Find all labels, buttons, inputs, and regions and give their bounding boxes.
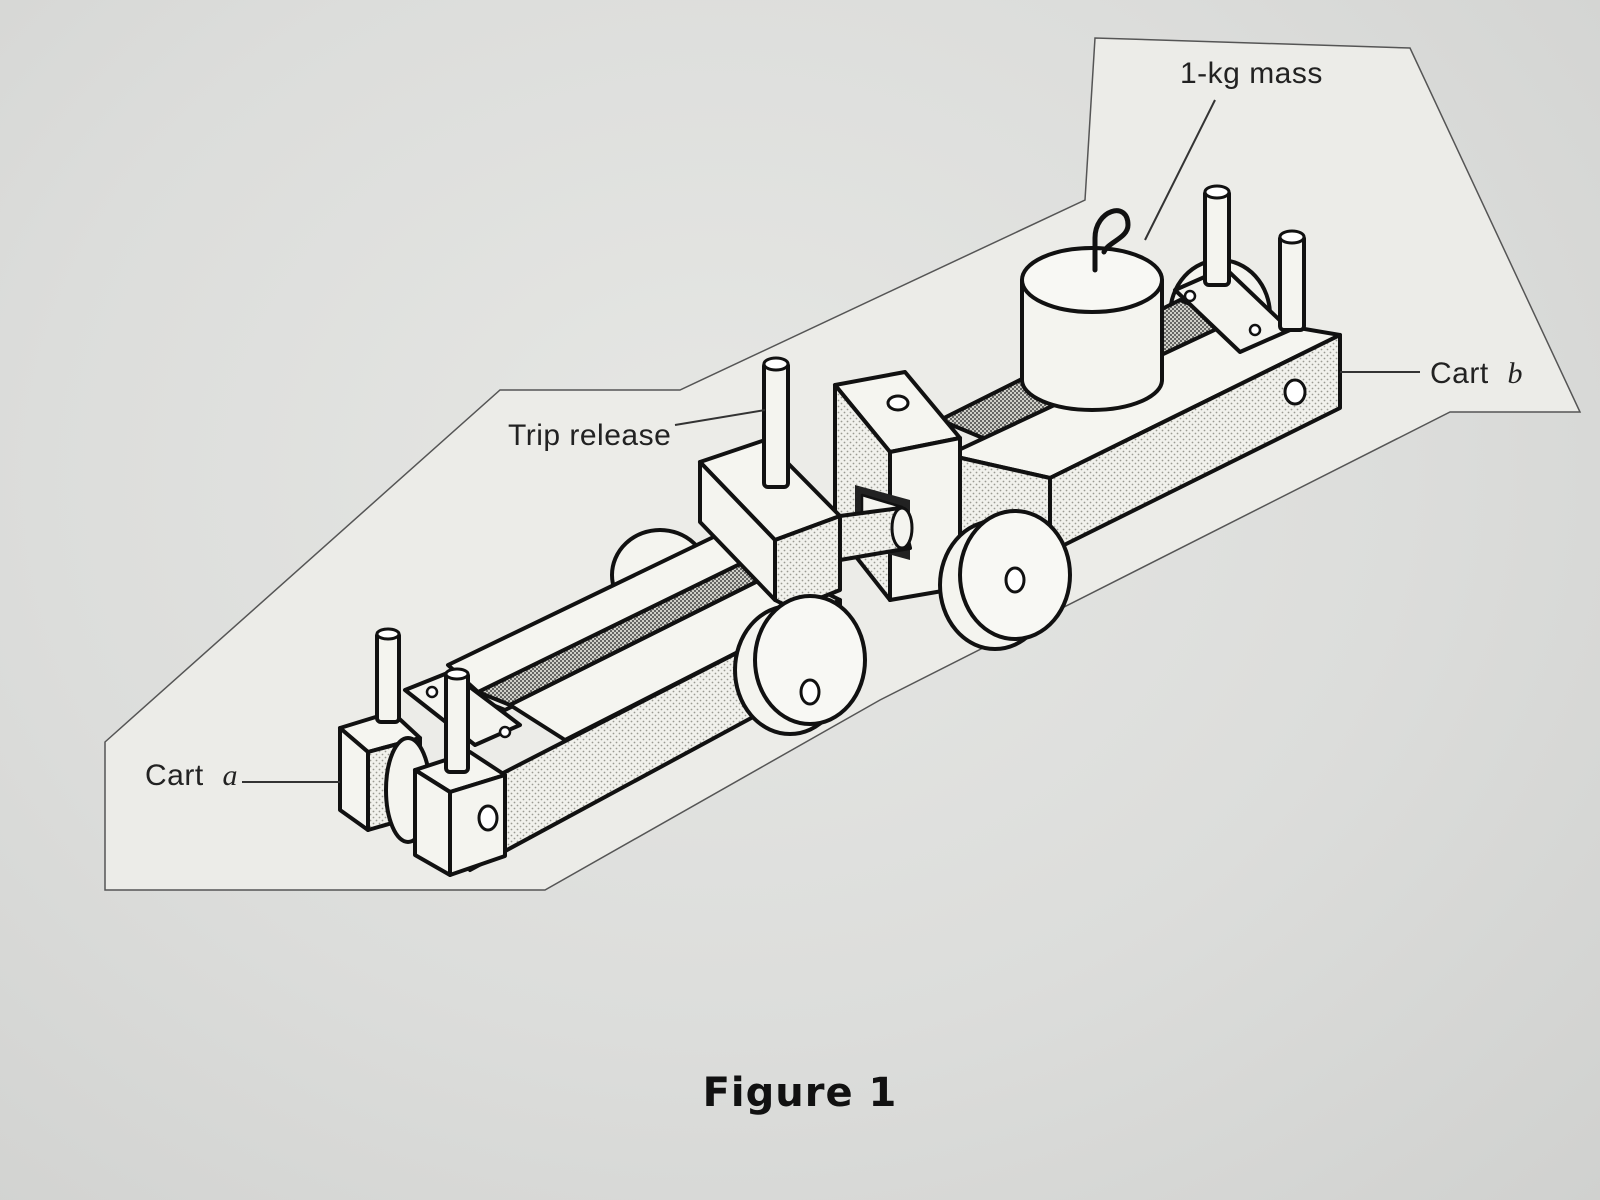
cart-a-rear-blocks — [338, 627, 522, 877]
label-cart-a-var: a — [223, 759, 239, 792]
label-cart-a: Cart a — [145, 759, 340, 792]
label-trip-release-text: Trip release — [508, 419, 671, 452]
cart-b-front-wheel — [938, 509, 1072, 651]
label-mass-text: 1-kg mass — [1180, 57, 1323, 90]
label-cart-b-prefix: Cart — [1430, 357, 1489, 390]
cart-a — [338, 356, 914, 877]
cart-b-post-2 — [1278, 233, 1306, 332]
cart-b-side-hole — [1283, 378, 1307, 406]
label-cart-b: Cart b — [1340, 357, 1523, 390]
one-kg-mass — [1020, 208, 1164, 412]
figure-caption: Figure 1 — [702, 1070, 898, 1116]
svg-text:Cart b: Cart b — [1430, 357, 1523, 390]
label-cart-a-prefix: Cart — [145, 759, 204, 792]
svg-text:Cart a: Cart a — [145, 759, 238, 792]
label-trip-release: Trip release — [508, 409, 766, 452]
cart-a-front-wheel — [733, 594, 867, 736]
label-cart-b-var: b — [1508, 357, 1524, 390]
trip-release — [698, 356, 842, 622]
label-mass: 1-kg mass — [1144, 57, 1323, 241]
cart-b-post-1 — [1203, 188, 1231, 287]
